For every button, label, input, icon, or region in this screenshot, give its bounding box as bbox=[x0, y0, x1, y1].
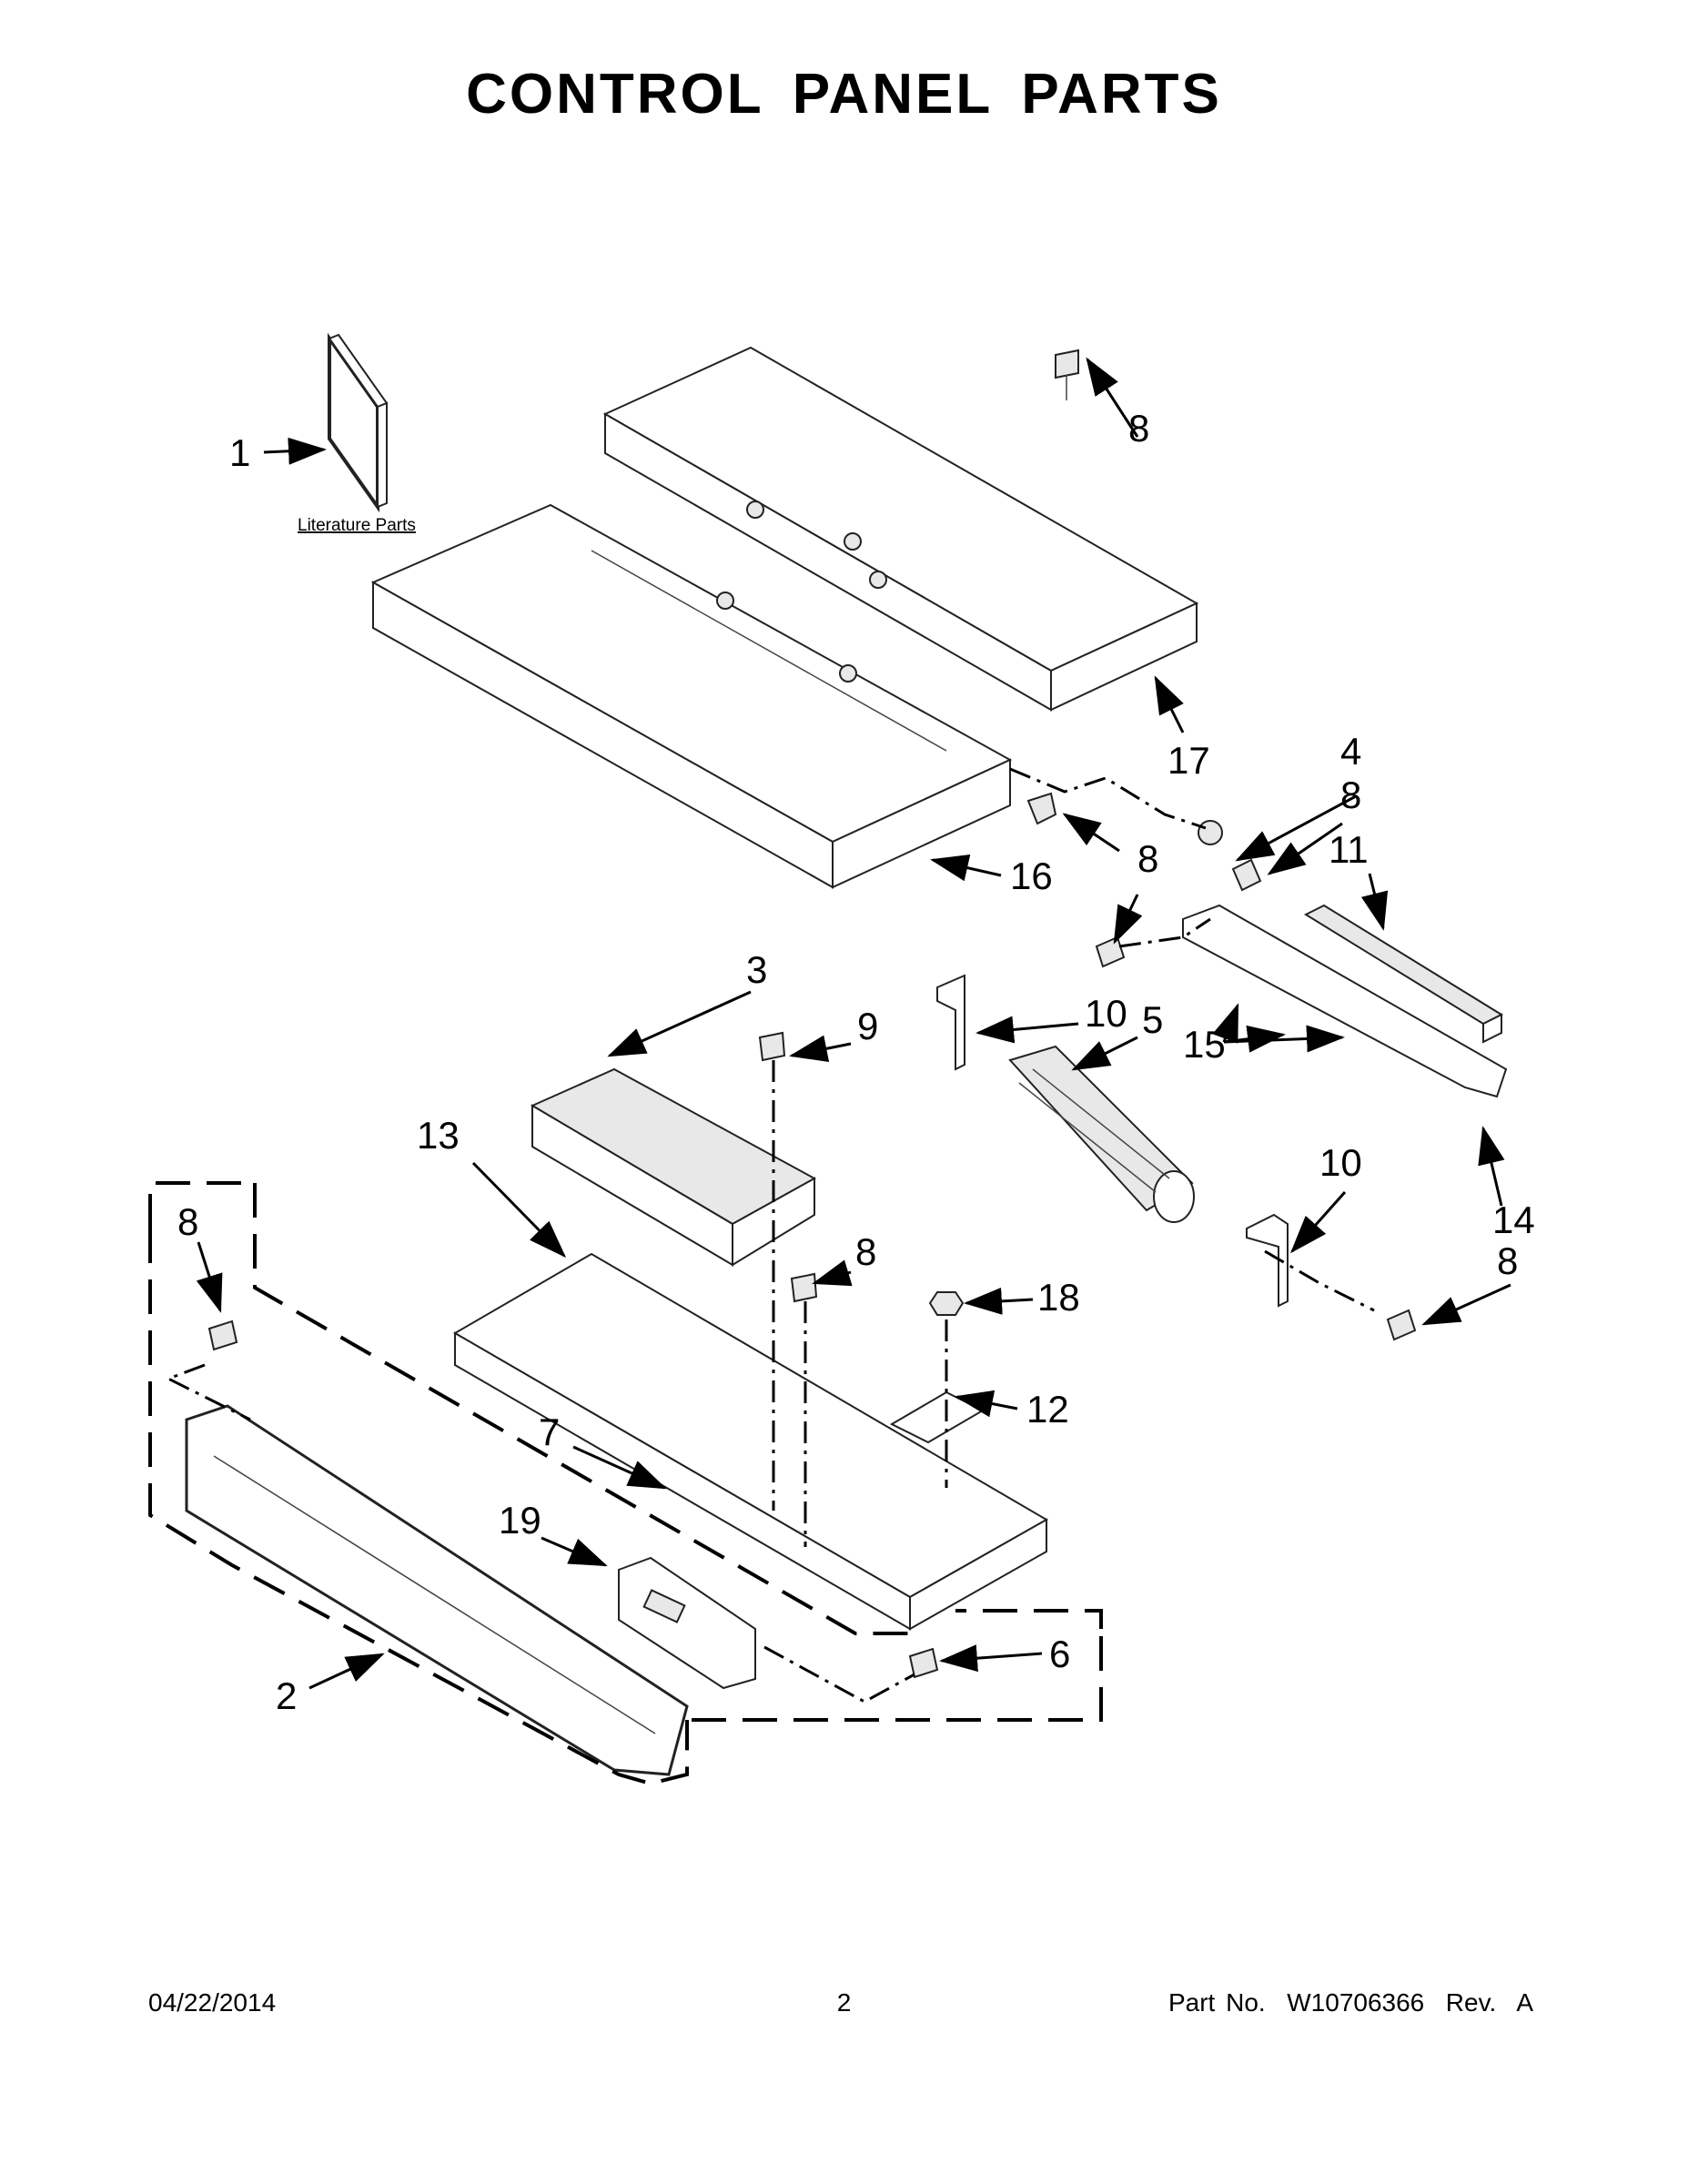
callout-9: 9 bbox=[857, 1005, 878, 1047]
footer-date: 04/22/2014 bbox=[148, 1988, 277, 2017]
mounting-bracket-b bbox=[1246, 1213, 1289, 1308]
footer-part-number: Part No. W10706366 Rev. A bbox=[1167, 1988, 1533, 2017]
callout-6: 6 bbox=[1049, 1633, 1070, 1675]
literature-booklet: Literature Parts bbox=[298, 332, 416, 535]
terminal-block bbox=[889, 1291, 986, 1444]
callout-arrows bbox=[196, 357, 1511, 1690]
page-title: CONTROL PANEL PARTS bbox=[466, 63, 1222, 126]
callout-16: 16 bbox=[1010, 854, 1053, 897]
callout-15: 15 bbox=[1183, 1023, 1226, 1066]
callout-19: 19 bbox=[499, 1499, 541, 1542]
fan-bracket bbox=[1182, 904, 1508, 1098]
callout-7: 7 bbox=[539, 1410, 560, 1453]
callout-2: 2 bbox=[276, 1674, 297, 1717]
callout-8-top: 8 bbox=[1128, 407, 1149, 450]
callout-12: 12 bbox=[1026, 1388, 1069, 1431]
mounting-bracket-a bbox=[936, 974, 965, 1071]
callout-8-right: 8 bbox=[1497, 1239, 1518, 1282]
callout-4: 4 bbox=[1340, 730, 1361, 773]
callout-1: 1 bbox=[229, 431, 250, 474]
callout-8-center: 8 bbox=[855, 1230, 876, 1273]
ui-board bbox=[618, 1556, 756, 1690]
console-trim bbox=[185, 1404, 689, 1776]
callout-labels: 1 8 17 4 8 16 8 11 3 9 10 5 15 13 10 14 … bbox=[177, 407, 1535, 1717]
hex-nut bbox=[928, 1291, 965, 1316]
lower-top-panel bbox=[370, 503, 1013, 889]
callout-3: 3 bbox=[746, 948, 767, 991]
callout-8-left: 8 bbox=[177, 1200, 198, 1243]
callout-5: 5 bbox=[1142, 998, 1163, 1041]
callout-11: 11 bbox=[1329, 828, 1369, 871]
literature-parts-label: Literature Parts bbox=[298, 516, 416, 535]
upper-top-panel bbox=[602, 346, 1199, 712]
callout-8-mid: 8 bbox=[1137, 837, 1158, 880]
callout-13: 13 bbox=[417, 1114, 460, 1157]
callout-10-left: 10 bbox=[1085, 992, 1127, 1035]
screws bbox=[207, 349, 1417, 1679]
callout-8-washer: 8 bbox=[1340, 774, 1361, 816]
callout-18: 18 bbox=[1037, 1276, 1080, 1319]
footer-page-number: 2 bbox=[836, 1988, 852, 2017]
insulation-strip bbox=[1303, 904, 1504, 1044]
control-panel-tray bbox=[453, 1252, 1049, 1631]
callout-14: 14 bbox=[1492, 1198, 1535, 1241]
callout-10-right: 10 bbox=[1319, 1141, 1362, 1184]
callout-17: 17 bbox=[1167, 739, 1210, 782]
cooling-fan bbox=[1008, 1045, 1195, 1223]
